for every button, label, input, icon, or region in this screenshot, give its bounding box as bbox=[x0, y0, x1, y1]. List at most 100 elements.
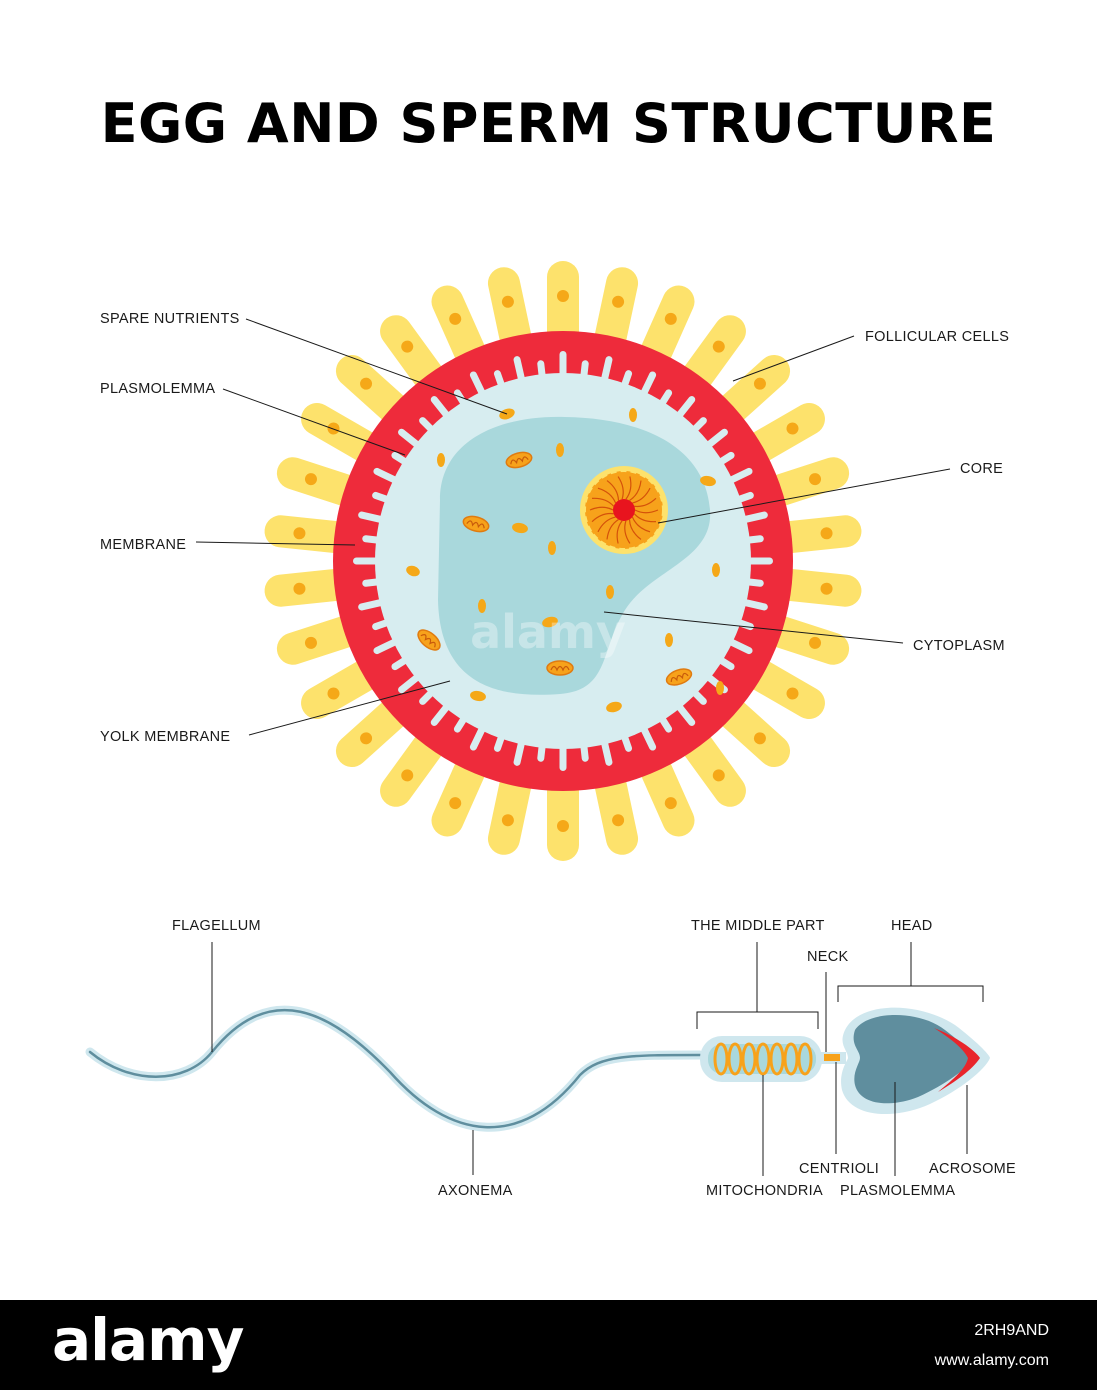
core-filament bbox=[597, 516, 616, 533]
microvillus-body bbox=[358, 599, 384, 611]
microvillus-body bbox=[537, 360, 546, 379]
microvillus-body bbox=[742, 599, 768, 611]
microvillus-body bbox=[692, 417, 707, 432]
core-filament bbox=[606, 519, 619, 540]
microvillus-body bbox=[358, 511, 384, 523]
microvillus-body bbox=[742, 511, 768, 523]
mitochondrion-crista bbox=[550, 665, 570, 672]
microvillus-body bbox=[430, 396, 450, 418]
follicle-dot bbox=[753, 377, 766, 390]
core-filament bbox=[591, 512, 614, 523]
microvillus-body bbox=[745, 578, 764, 587]
microvillus bbox=[659, 716, 673, 733]
microvillus-body bbox=[398, 428, 420, 448]
microvillus bbox=[601, 740, 613, 766]
microvillus bbox=[513, 356, 525, 382]
watermark-egg: alamy bbox=[470, 605, 626, 659]
microvillus-body bbox=[659, 716, 673, 733]
label-acrosome: ACROSOME bbox=[929, 1161, 1016, 1177]
sperm-head-inner bbox=[853, 1015, 974, 1104]
sperm-mitochondrion bbox=[797, 1042, 813, 1076]
microvillus bbox=[580, 743, 589, 762]
microvillus-body bbox=[728, 467, 753, 484]
microvillus bbox=[706, 428, 728, 448]
microvillus bbox=[398, 674, 420, 694]
microvillus bbox=[692, 690, 707, 705]
follicle-dot bbox=[820, 527, 833, 540]
follicle-dot bbox=[401, 769, 414, 782]
microvillus bbox=[718, 451, 735, 465]
microvillus-body bbox=[469, 371, 486, 396]
microvillus-body bbox=[621, 734, 633, 752]
label-membrane: MEMBRANE bbox=[100, 537, 186, 553]
flagellum-outer bbox=[85, 1005, 705, 1132]
follicle-dot bbox=[712, 340, 725, 353]
sperm-leader-lines bbox=[211, 942, 984, 1176]
microvillus-body bbox=[362, 535, 381, 544]
microvillus bbox=[640, 371, 657, 396]
core-filament bbox=[625, 476, 632, 500]
core-filament bbox=[606, 480, 620, 501]
follicle-dot bbox=[753, 732, 766, 745]
label-flagellum: FLAGELLUM bbox=[172, 918, 261, 934]
microvillus-body bbox=[640, 726, 657, 751]
microvillus-body bbox=[718, 451, 735, 465]
microvillus bbox=[358, 599, 384, 611]
microvillus bbox=[601, 356, 613, 382]
microvillus-body bbox=[718, 657, 735, 671]
label-middle-part: THE MIDDLE PART bbox=[691, 918, 825, 934]
microvillus-body bbox=[398, 674, 420, 694]
microvillus bbox=[676, 704, 696, 726]
follicle-dot bbox=[809, 473, 822, 486]
sperm-mitochondrion bbox=[783, 1042, 799, 1076]
core-nucleus bbox=[580, 466, 668, 554]
microvillus-body bbox=[430, 704, 450, 726]
microvillus-body bbox=[453, 716, 467, 733]
page-title: EGG AND SPERM STRUCTURE bbox=[100, 92, 997, 155]
microvillus-body bbox=[493, 734, 505, 752]
middle-part-core bbox=[708, 1044, 816, 1074]
sperm-mitochondrion bbox=[755, 1042, 771, 1076]
core-filament bbox=[632, 487, 651, 504]
follicle-dot bbox=[612, 295, 625, 308]
egg-leader-lines bbox=[195, 318, 951, 736]
follicle-dot bbox=[786, 422, 799, 435]
follicle-dot bbox=[557, 290, 569, 302]
nutrient-granule bbox=[665, 633, 673, 647]
mitochondrion bbox=[417, 629, 441, 651]
follicle-dot bbox=[501, 295, 514, 308]
microvillus-body bbox=[372, 491, 390, 503]
microvillus bbox=[430, 396, 450, 418]
microvillus bbox=[430, 704, 450, 726]
microvillus bbox=[391, 451, 408, 465]
nutrient-granule bbox=[716, 681, 724, 695]
mitochondrion bbox=[505, 451, 533, 469]
core-filament bbox=[631, 516, 651, 533]
nutrient-granule bbox=[470, 690, 486, 702]
follicle-dot bbox=[712, 769, 725, 782]
core-filament bbox=[629, 480, 642, 501]
microvillus bbox=[742, 511, 768, 523]
microvillus bbox=[372, 619, 390, 631]
follicle-dot bbox=[401, 340, 414, 353]
follicle-dot bbox=[293, 582, 306, 595]
microvillus-body bbox=[640, 371, 657, 396]
nutrient-granule bbox=[712, 563, 720, 577]
microvillus-body bbox=[601, 740, 613, 766]
mitochondrion-body bbox=[462, 515, 490, 533]
plasmolemma-microvilli bbox=[353, 351, 773, 771]
microvillus-body bbox=[559, 351, 567, 377]
microvillus bbox=[676, 396, 696, 418]
microvillus bbox=[742, 599, 768, 611]
follicle-dot bbox=[449, 312, 462, 325]
microvillus bbox=[537, 360, 546, 379]
core-filament bbox=[624, 520, 631, 544]
follicle-dot bbox=[501, 814, 514, 827]
follicle-dot bbox=[293, 527, 306, 540]
microvillus bbox=[621, 370, 633, 388]
mitochondrion-crista bbox=[510, 456, 529, 465]
microvillus bbox=[659, 389, 673, 406]
nutrient-granule bbox=[478, 599, 486, 613]
label-centrioli: CENTRIOLI bbox=[799, 1161, 879, 1177]
microvillus bbox=[513, 740, 525, 766]
